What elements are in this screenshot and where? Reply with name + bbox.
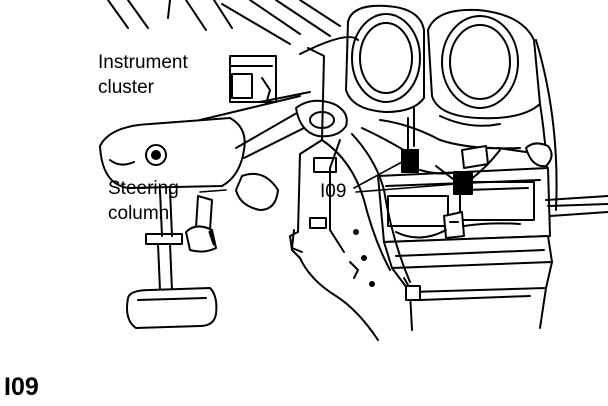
leader-lines bbox=[199, 161, 457, 193]
pedal-assembly bbox=[126, 189, 218, 329]
steering-column-label-line1: Steering bbox=[108, 178, 179, 199]
figure-id-label: I09 bbox=[4, 373, 39, 401]
steering-column bbox=[99, 91, 348, 211]
instrument-cluster-label-line1: Instrument bbox=[98, 52, 188, 73]
connector-callout-label: I09 bbox=[320, 181, 347, 202]
instrument-cluster-label-line2: cluster bbox=[98, 77, 154, 98]
steering-column-label-line2: column bbox=[108, 203, 170, 224]
wiring-harness bbox=[351, 107, 553, 301]
dash-top-lines bbox=[107, 0, 341, 45]
center-console bbox=[289, 47, 391, 341]
radio-bay bbox=[377, 167, 608, 331]
dash-left-blocks bbox=[229, 55, 277, 105]
